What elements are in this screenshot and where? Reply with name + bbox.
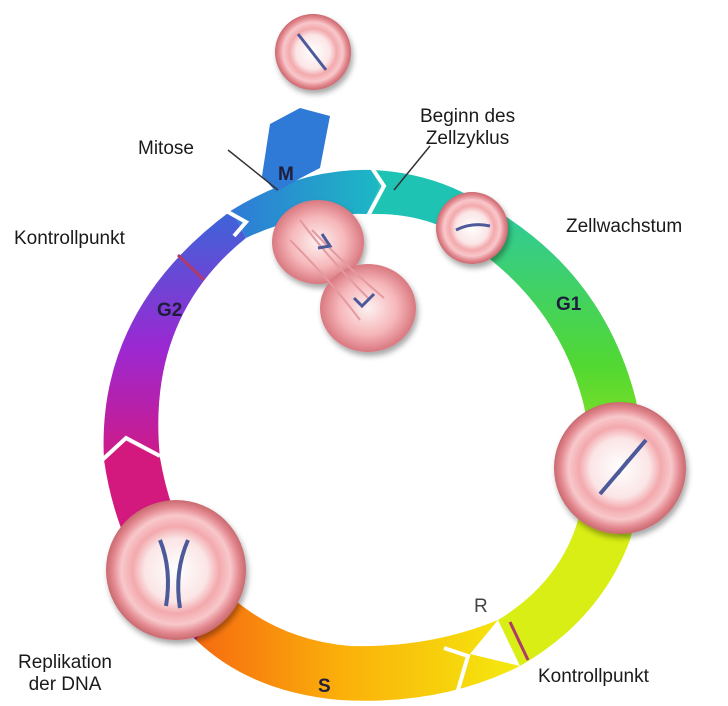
cell-replikation	[106, 500, 246, 640]
label-beginn-line1: Beginn des	[420, 106, 515, 128]
cell-top	[275, 14, 351, 90]
label-beginn-des-zellzyklus: Beginn des Zellzyklus	[420, 106, 515, 150]
ring-segment-g1-lower	[498, 520, 630, 666]
label-replikation-line1: Replikation	[18, 652, 112, 674]
label-mitose: Mitose	[138, 138, 194, 160]
label-zellwachstum: Zellwachstum	[566, 216, 682, 238]
ring-segment-s	[196, 596, 520, 701]
cell-zellwachstum	[436, 192, 508, 264]
cell-right	[554, 402, 686, 534]
label-beginn-line2: Zellzyklus	[420, 128, 515, 150]
phase-label-s: S	[318, 676, 331, 697]
label-r-marker: R	[474, 596, 488, 618]
label-kontrollpunkt-r: Kontrollpunkt	[538, 666, 649, 688]
label-replikation-der-dna: Replikation der DNA	[18, 652, 112, 696]
phase-label-g1: G1	[556, 294, 582, 315]
label-replikation-line2: der DNA	[18, 674, 112, 696]
cell-dividing	[272, 200, 416, 352]
label-kontrollpunkt-g2: Kontrollpunkt	[14, 228, 125, 250]
phase-label-m: M	[278, 164, 294, 185]
phase-label-g2: G2	[157, 300, 182, 321]
